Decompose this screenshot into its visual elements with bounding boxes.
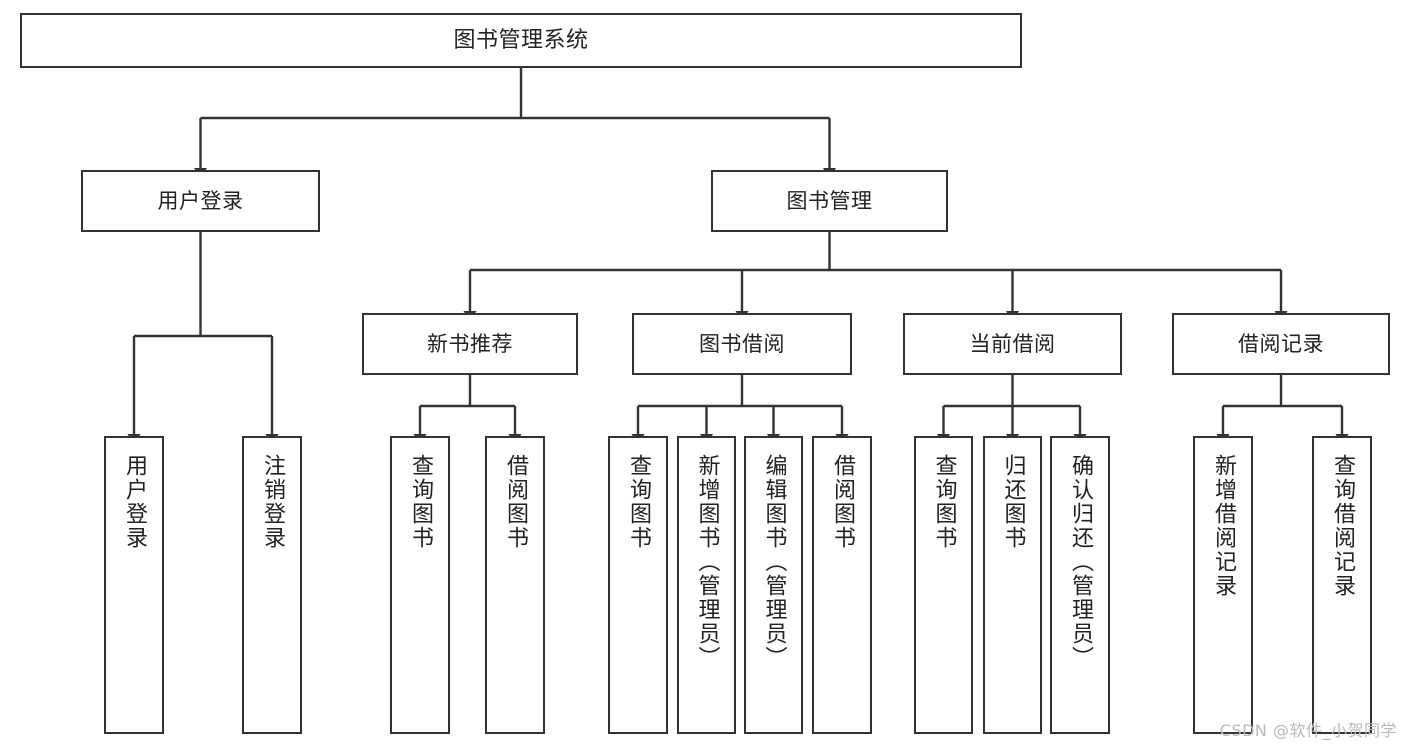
- node-leaf-user-logout[interactable]: 注销登录: [242, 436, 302, 734]
- node-leaf-return-book[interactable]: 归还图书: [983, 436, 1042, 734]
- node-label: 借阅图书: [503, 454, 528, 550]
- node-leaf-confirm-return-admin[interactable]: 确认归还（管理员）: [1050, 436, 1110, 734]
- node-label: 查询图书: [931, 454, 957, 550]
- node-leaf-borrow-book-recommend[interactable]: 借阅图书: [485, 436, 545, 734]
- watermark-text: CSDN @软件_小贺同学: [1219, 721, 1397, 740]
- node-root-system[interactable]: 图书管理系统: [20, 13, 1022, 68]
- node-current-borrow[interactable]: 当前借阅: [903, 313, 1122, 375]
- node-leaf-add-borrow-record[interactable]: 新增借阅记录: [1193, 436, 1253, 734]
- node-label: 归还图书: [1000, 454, 1026, 550]
- node-leaf-borrow-book[interactable]: 借阅图书: [812, 436, 872, 734]
- node-label: 新书推荐: [427, 331, 513, 356]
- node-leaf-user-login[interactable]: 用户登录: [104, 436, 164, 734]
- node-label: 图书管理系统: [453, 27, 589, 53]
- node-label: 新增借阅记录: [1211, 454, 1236, 598]
- node-label: 确认归还（管理员）: [1068, 454, 1093, 670]
- node-book-management-group[interactable]: 图书管理: [711, 170, 948, 232]
- node-leaf-add-book-admin[interactable]: 新增图书（管理员）: [677, 436, 736, 734]
- node-book-borrow[interactable]: 图书借阅: [632, 313, 852, 375]
- node-borrow-record[interactable]: 借阅记录: [1172, 313, 1390, 375]
- node-label: 借阅记录: [1238, 331, 1324, 356]
- node-user-login-group[interactable]: 用户登录: [81, 170, 320, 232]
- node-label: 编辑图书（管理员）: [761, 454, 787, 670]
- node-leaf-query-borrow-record[interactable]: 查询借阅记录: [1312, 436, 1372, 734]
- node-leaf-query-book-borrow[interactable]: 查询图书: [608, 436, 668, 734]
- node-label: 图书借阅: [699, 331, 785, 356]
- node-label: 查询图书: [408, 454, 433, 550]
- node-label: 借阅图书: [830, 454, 855, 550]
- node-label: 图书管理: [786, 188, 873, 213]
- node-leaf-query-book-current[interactable]: 查询图书: [914, 436, 973, 734]
- node-new-book-recommend[interactable]: 新书推荐: [362, 313, 578, 375]
- node-label: 查询借阅记录: [1330, 454, 1355, 598]
- node-label: 查询图书: [626, 454, 651, 550]
- node-label: 用户登录: [122, 454, 147, 550]
- node-label: 注销登录: [260, 454, 285, 550]
- node-leaf-edit-book-admin[interactable]: 编辑图书（管理员）: [744, 436, 803, 734]
- node-label: 用户登录: [157, 188, 244, 213]
- node-label: 新增图书（管理员）: [694, 454, 720, 670]
- node-leaf-query-book-recommend[interactable]: 查询图书: [390, 436, 450, 734]
- node-label: 当前借阅: [969, 331, 1056, 356]
